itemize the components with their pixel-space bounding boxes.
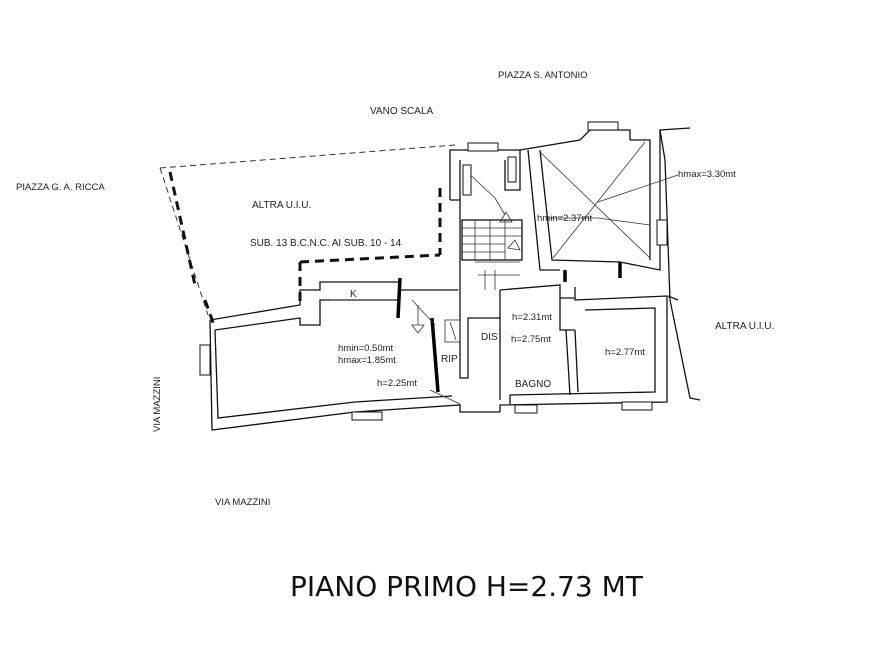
label-bagno: BAGNO: [515, 379, 551, 390]
label-kitchen: K: [350, 289, 357, 300]
label-sub13: SUB. 13 B.C.N.C. AI SUB. 10 - 14: [250, 238, 402, 249]
other-unit-dashed-boundary: [159, 144, 456, 329]
label-ripostiglio: RIP: [441, 354, 458, 365]
label-vano-scala: VANO SCALA: [370, 106, 433, 117]
height-hmax-330: hmax=3.30mt: [678, 169, 736, 180]
height-h-225: h=2.25mt: [377, 378, 417, 389]
ceiling-slope-lines: [539, 141, 679, 259]
thick-walls: [396, 262, 622, 393]
height-h-277: h=2.77mt: [605, 347, 645, 358]
street-via-mazzini-side: VIA MAZZINI: [152, 377, 163, 432]
street-via-mazzini-bottom: VIA MAZZINI: [215, 497, 270, 508]
staircase: [461, 169, 523, 290]
label-disimpegno: DIS: [481, 332, 498, 343]
misc-details: [330, 299, 461, 405]
label-altra-uiu-left: ALTRA U.I.U.: [252, 200, 311, 211]
height-h-231: h=2.31mt: [512, 312, 552, 323]
street-piazza-s-antonio: PIAZZA S. ANTONIO: [498, 70, 588, 81]
label-altra-uiu-right: ALTRA U.I.U.: [715, 321, 774, 332]
height-h-275: h=2.75mt: [511, 334, 551, 345]
height-hmax-185: hmax=1.85mt: [338, 355, 396, 366]
height-hmin-237: hmin=2.37mt: [537, 213, 593, 224]
street-piazza-ricca: PIAZZA G. A. RICCA: [16, 182, 105, 193]
plan-title: PIANO PRIMO H=2.73 MT: [290, 570, 644, 603]
windows: [199, 121, 668, 421]
outer-walls: [209, 127, 701, 431]
height-hmin-050: hmin=0.50mt: [338, 343, 394, 354]
